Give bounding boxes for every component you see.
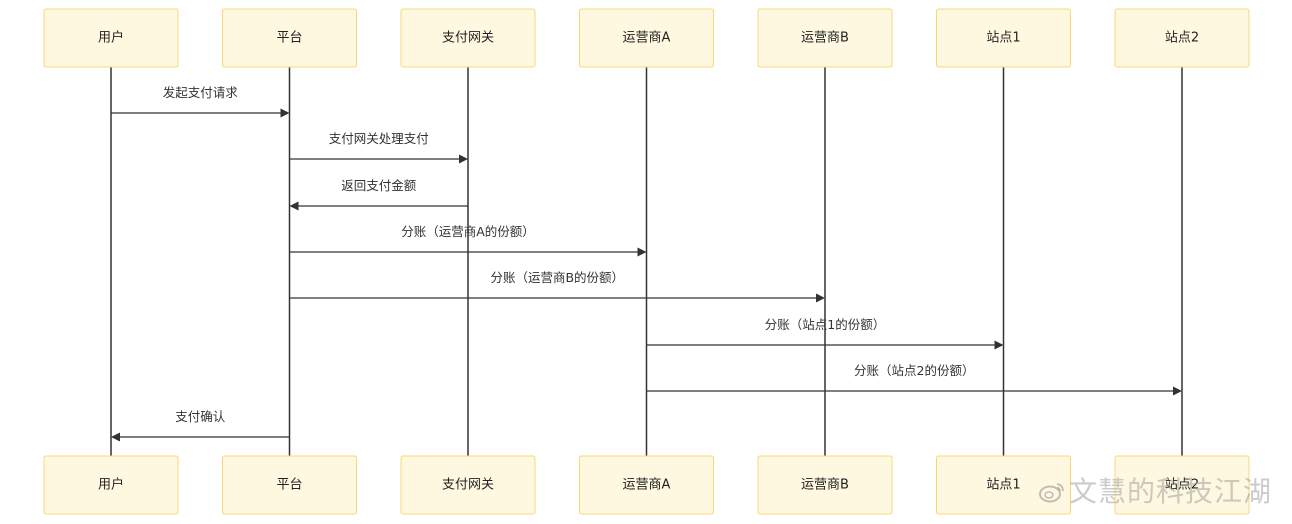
participant-box xyxy=(757,8,893,68)
message-3: 返回支付金额 xyxy=(289,178,468,211)
message-label: 分账（运营商B的份额） xyxy=(490,270,624,285)
participant-site2-top: 站点2 xyxy=(1114,8,1250,68)
participants-bottom: 用户 平台 支付网关 运营商A 运营商B 站点1 站点2 xyxy=(43,455,1250,515)
participant-box xyxy=(936,455,1071,515)
participant-label: 支付网关 xyxy=(442,478,494,493)
arrow-head-icon xyxy=(111,432,120,442)
participant-label: 平台 xyxy=(276,478,302,493)
lifelines xyxy=(110,67,1183,456)
participant-site1-top: 站点1 xyxy=(936,8,1071,68)
message-label: 分账（站点1的份额） xyxy=(765,317,885,332)
participant-label: 站点2 xyxy=(1165,478,1199,493)
message-label: 支付确认 xyxy=(175,409,226,424)
watermark: 文慧的科技江湖 xyxy=(1038,470,1272,510)
message-label: 支付网关处理支付 xyxy=(329,131,429,146)
participant-label: 支付网关 xyxy=(442,31,494,46)
participant-box xyxy=(579,8,714,68)
message-label: 返回支付金额 xyxy=(341,178,417,193)
participant-label: 运营商A xyxy=(623,478,671,493)
participant-opA-bottom: 运营商A xyxy=(579,455,714,515)
message-1: 发起支付请求 xyxy=(111,85,290,118)
participant-label: 用户 xyxy=(98,30,124,46)
participant-box xyxy=(757,455,893,515)
participant-box xyxy=(400,8,536,68)
message-label: 分账（站点2的份额） xyxy=(854,363,974,378)
participant-box xyxy=(222,8,357,68)
weibo-logo-icon xyxy=(1038,483,1064,503)
participant-label: 运营商A xyxy=(623,31,671,46)
message-label: 分账（运营商A的份额） xyxy=(401,224,535,239)
participant-platform-bottom: 平台 xyxy=(222,455,357,515)
participant-box xyxy=(43,8,179,68)
participant-opA-top: 运营商A xyxy=(579,8,714,68)
participant-label: 站点1 xyxy=(986,478,1020,493)
arrow-head-icon xyxy=(816,293,825,303)
arrow-head-icon xyxy=(280,108,290,118)
message-7: 分账（站点2的份额） xyxy=(646,363,1182,396)
participant-label: 站点2 xyxy=(1165,31,1199,46)
message-4: 分账（运营商A的份额） xyxy=(289,224,647,257)
arrow-head-icon xyxy=(637,247,647,257)
participant-box xyxy=(936,8,1071,68)
participant-gateway-top: 支付网关 xyxy=(400,8,536,68)
participant-label: 站点1 xyxy=(986,31,1020,46)
message-8: 支付确认 xyxy=(111,409,290,442)
participant-site1-bottom: 站点1 xyxy=(936,455,1071,515)
message-5: 分账（运营商B的份额） xyxy=(289,270,825,303)
arrow-head-icon xyxy=(459,154,468,164)
participant-user-bottom: 用户 xyxy=(43,455,179,515)
participant-box xyxy=(222,455,357,515)
arrow-head-icon xyxy=(1173,386,1182,396)
participant-box xyxy=(1114,8,1250,68)
participant-label: 用户 xyxy=(98,477,124,493)
participant-gateway-bottom: 支付网关 xyxy=(400,455,536,515)
message-2: 支付网关处理支付 xyxy=(289,131,468,164)
participant-site2-bottom: 站点2 xyxy=(1114,455,1250,515)
participant-box xyxy=(43,455,179,515)
participant-box xyxy=(400,455,536,515)
participant-platform-top: 平台 xyxy=(222,8,357,68)
participant-user-top: 用户 xyxy=(43,8,179,68)
participant-opB-bottom: 运营商B xyxy=(757,455,893,515)
participant-label: 运营商B xyxy=(801,478,849,493)
message-6: 分账（站点1的份额） xyxy=(646,317,1004,350)
participant-box xyxy=(1114,455,1250,515)
participant-opB-top: 运营商B xyxy=(757,8,893,68)
arrow-head-icon xyxy=(289,201,299,211)
participant-box xyxy=(579,455,714,515)
participant-label: 运营商B xyxy=(801,31,849,46)
watermark-text: 文慧的科技江湖 xyxy=(1068,475,1272,508)
message-label: 发起支付请求 xyxy=(163,85,239,100)
participant-label: 平台 xyxy=(276,31,302,46)
arrow-head-icon xyxy=(994,340,1004,350)
participants-top: 用户 平台 支付网关 运营商A 运营商B 站点1 站点2 xyxy=(43,8,1250,68)
